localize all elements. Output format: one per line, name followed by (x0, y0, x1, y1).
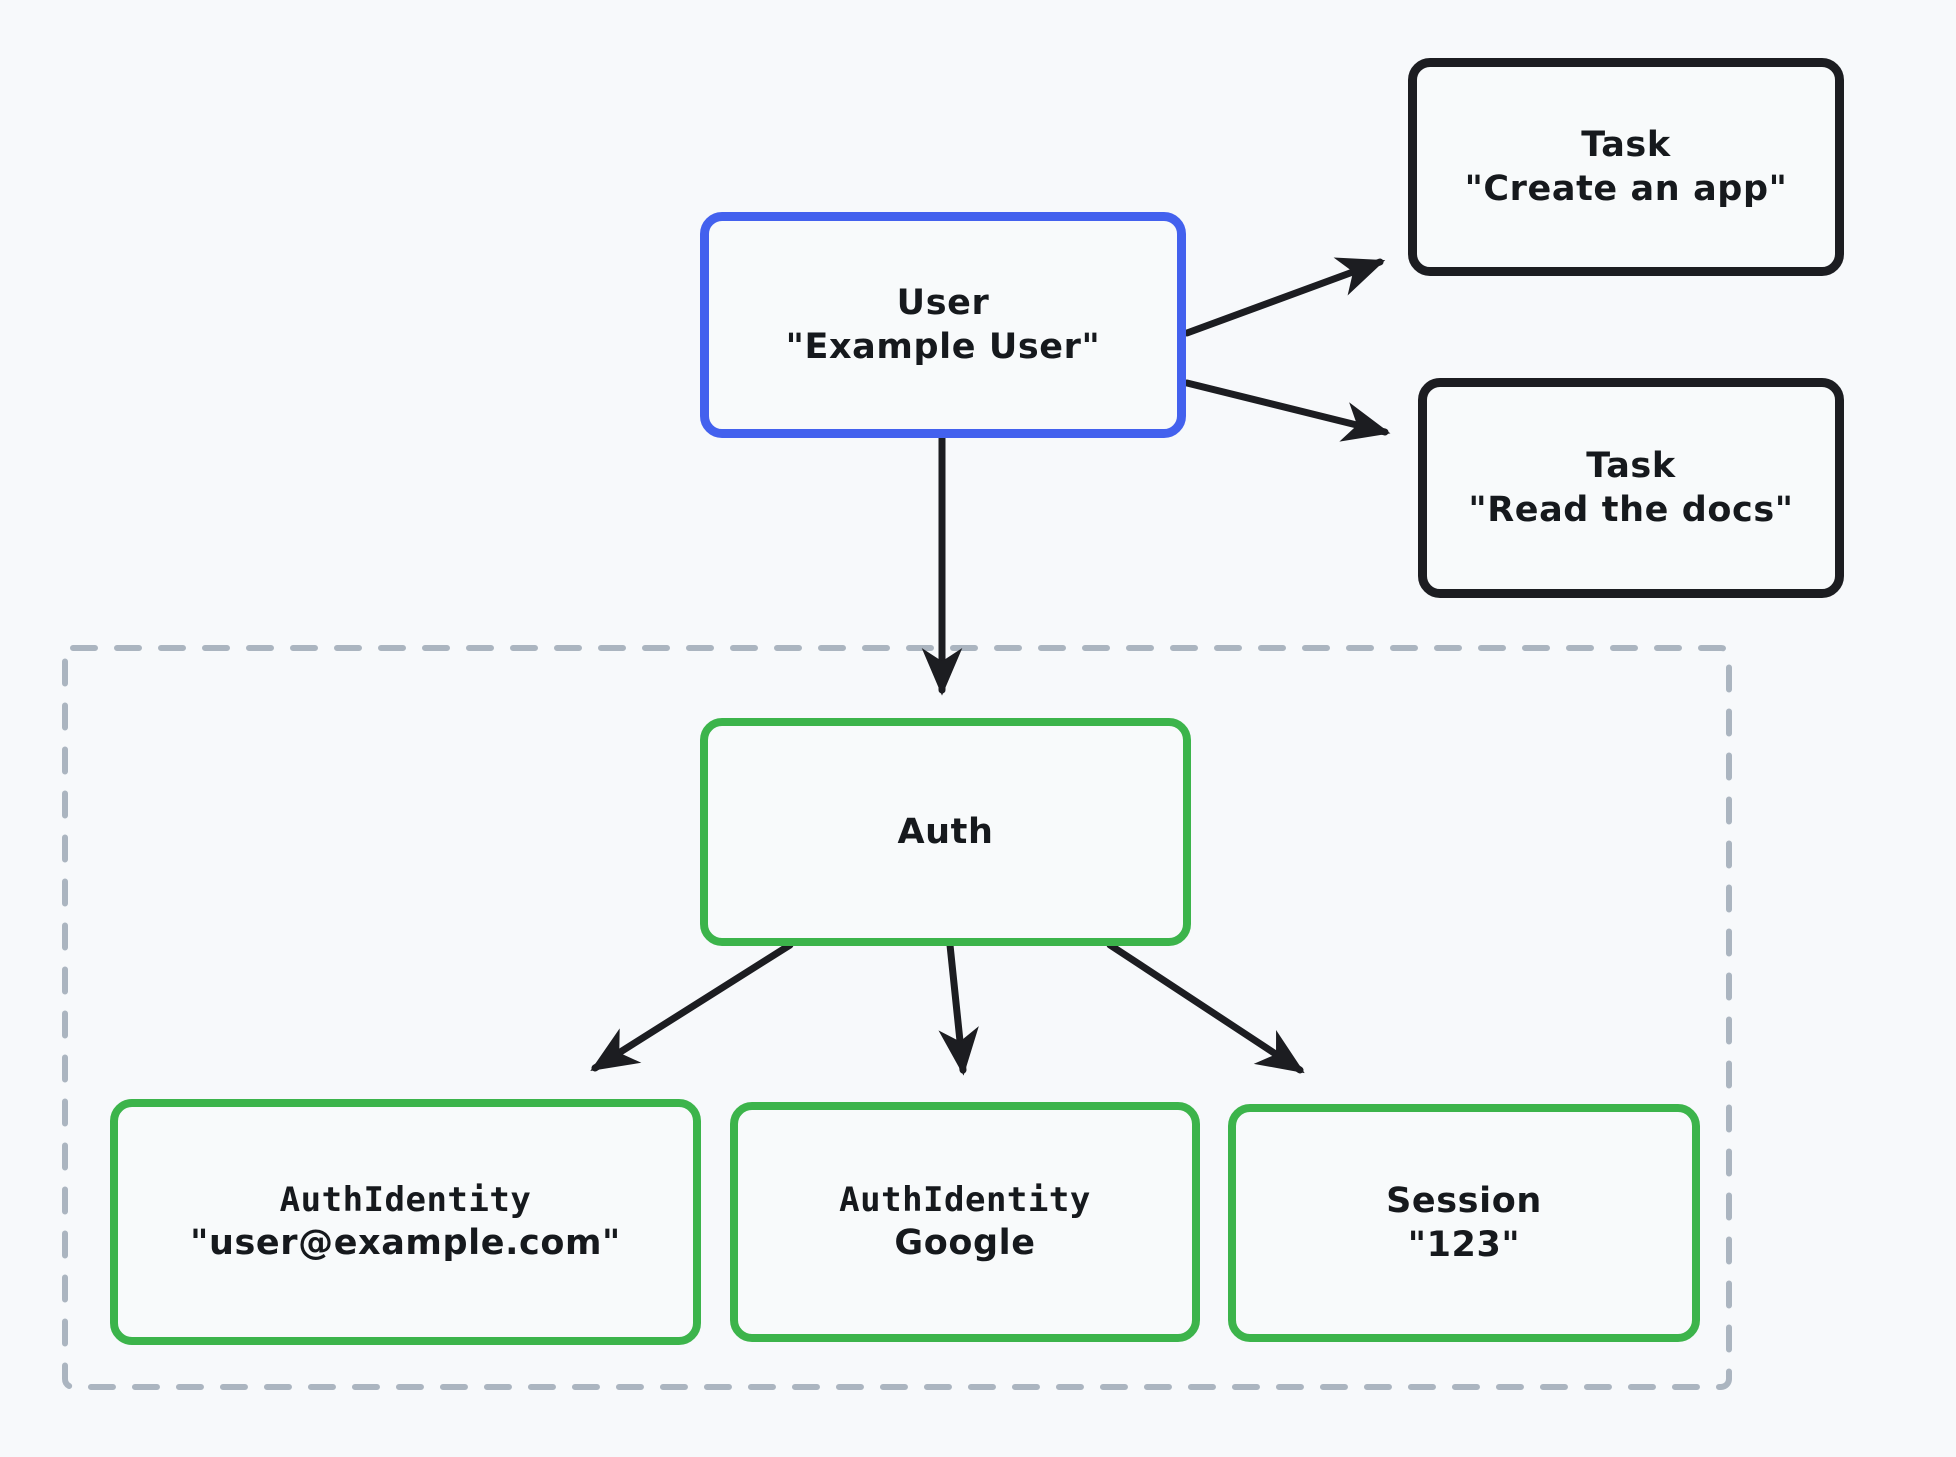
node-auth[interactable]: Auth (700, 718, 1191, 946)
node-task-docs[interactable]: Task "Read the docs" (1418, 378, 1844, 598)
node-auth-identity-google-value: Google (894, 1223, 1036, 1264)
node-session[interactable]: Session "123" (1228, 1104, 1700, 1342)
node-task-create-value: "Create an app" (1464, 169, 1788, 209)
node-task-docs-type: Task (1586, 445, 1676, 486)
node-auth-type: Auth (897, 811, 994, 852)
edge-user-to-task-docs (1183, 379, 1391, 442)
node-session-type: Session (1386, 1180, 1542, 1221)
node-user[interactable]: User "Example User" (700, 212, 1186, 438)
node-auth-identity-email[interactable]: AuthIdentity "user@example.com" (110, 1099, 701, 1345)
node-auth-identity-email-value: "user@example.com" (190, 1223, 621, 1264)
node-user-value: "Example User" (785, 327, 1101, 367)
node-auth-identity-email-type: AuthIdentity (279, 1179, 532, 1220)
edge-auth-to-auth-identity-email (590, 941, 794, 1072)
node-auth-identity-google-type: AuthIdentity (839, 1179, 1091, 1220)
node-task-create-type: Task (1581, 124, 1671, 165)
node-auth-identity-google[interactable]: AuthIdentity Google (730, 1102, 1200, 1342)
node-session-value: "123" (1407, 1225, 1521, 1265)
edge-auth-to-auth-identity-google (938, 941, 979, 1076)
node-task-docs-value: "Read the docs" (1468, 490, 1794, 530)
edge-auth-to-session (1106, 941, 1305, 1074)
edge-user-to-task-create (1183, 257, 1386, 337)
node-user-type: User (896, 282, 990, 323)
node-task-create[interactable]: Task "Create an app" (1408, 58, 1844, 276)
